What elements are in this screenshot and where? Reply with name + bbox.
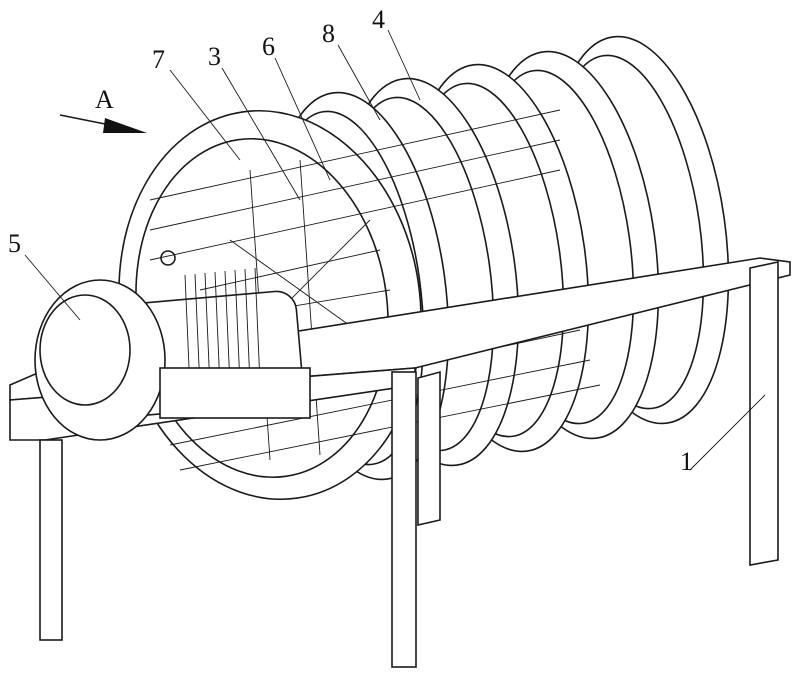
- view-label-a: A: [95, 85, 114, 114]
- motor: [34, 250, 311, 441]
- label-7: 7: [152, 45, 165, 74]
- label-6: 6: [262, 32, 275, 61]
- leader-lines: [24, 29, 766, 471]
- view-arrow: [59, 114, 147, 133]
- label-8: 8: [322, 19, 335, 48]
- label-1: 1: [680, 447, 693, 476]
- label-3: 3: [208, 42, 221, 71]
- label-4: 4: [372, 5, 385, 34]
- label-5: 5: [8, 229, 21, 258]
